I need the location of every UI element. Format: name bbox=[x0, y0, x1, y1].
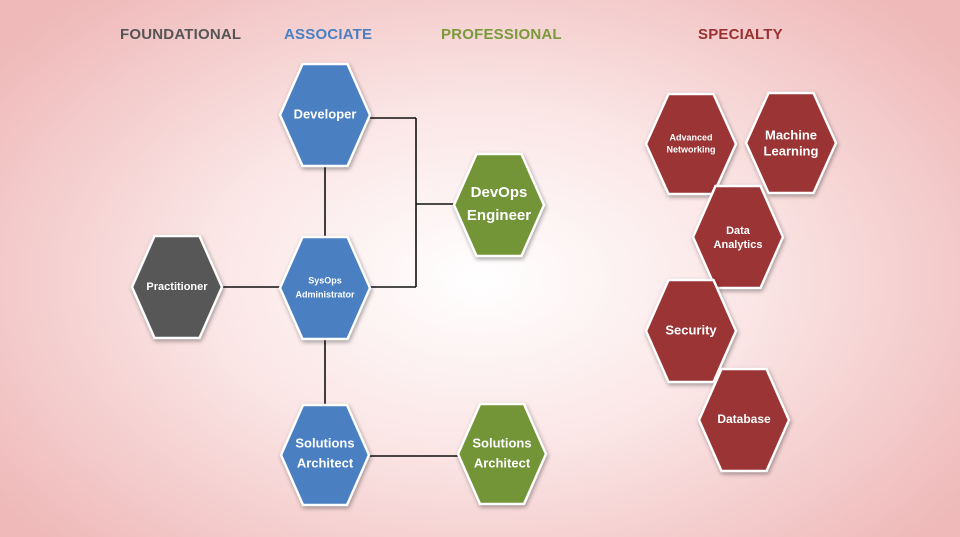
node-advanced-networking[interactable]: Advanced Networking bbox=[644, 92, 738, 196]
node-solutions-architect-professional[interactable]: Solutions Architect bbox=[456, 402, 548, 506]
node-label-line2: Administrator bbox=[295, 289, 355, 299]
hexagon-shape bbox=[452, 152, 546, 258]
connectors bbox=[220, 117, 458, 457]
node-solutions-architect-associate[interactable]: Solutions Architect bbox=[279, 403, 371, 507]
node-label-line2: Learning bbox=[764, 143, 819, 158]
heading-specialty: SPECIALTY bbox=[698, 26, 783, 43]
node-label: Security bbox=[665, 322, 717, 337]
hexagon-shape bbox=[278, 235, 372, 341]
node-label-line1: SysOps bbox=[308, 275, 342, 285]
node-label-line2: Analytics bbox=[714, 239, 763, 251]
hexagon-shape bbox=[456, 402, 548, 506]
node-label-line1: DevOps bbox=[471, 184, 528, 201]
node-label-line1: Solutions bbox=[472, 435, 531, 450]
heading-foundational: FOUNDATIONAL bbox=[120, 26, 242, 43]
node-label: Database bbox=[717, 412, 771, 426]
node-label-line2: Engineer bbox=[467, 207, 531, 224]
node-machine-learning[interactable]: Machine Learning bbox=[744, 91, 838, 195]
hexagon-shape bbox=[279, 403, 371, 507]
hexagon-shape bbox=[744, 91, 838, 195]
hexagon-shape bbox=[697, 367, 791, 473]
node-label-line1: Data bbox=[726, 225, 751, 237]
node-sysops-administrator[interactable]: SysOps Administrator bbox=[278, 235, 372, 341]
node-label-line2: Architect bbox=[297, 455, 354, 470]
node-label-line2: Architect bbox=[474, 455, 531, 470]
node-data-analytics[interactable]: Data Analytics bbox=[691, 184, 785, 290]
node-security[interactable]: Security bbox=[644, 278, 738, 384]
node-developer[interactable]: Developer bbox=[278, 62, 372, 168]
node-practitioner[interactable]: Practitioner bbox=[130, 234, 224, 340]
node-label-line1: Solutions bbox=[295, 435, 354, 450]
hexagon-shape bbox=[644, 278, 738, 384]
node-label-line1: Advanced bbox=[669, 132, 712, 142]
heading-professional: PROFESSIONAL bbox=[441, 26, 562, 43]
hexagon-shape bbox=[691, 184, 785, 290]
node-label-line1: Machine bbox=[765, 127, 817, 142]
hexagon-shape bbox=[130, 234, 224, 340]
heading-associate: ASSOCIATE bbox=[284, 26, 373, 43]
node-label-line2: Networking bbox=[666, 144, 715, 154]
node-label: Developer bbox=[294, 106, 357, 121]
node-label: Practitioner bbox=[146, 281, 208, 293]
node-devops-engineer[interactable]: DevOps Engineer bbox=[452, 152, 546, 258]
hexagon-shape bbox=[278, 62, 372, 168]
node-database[interactable]: Database bbox=[697, 367, 791, 473]
